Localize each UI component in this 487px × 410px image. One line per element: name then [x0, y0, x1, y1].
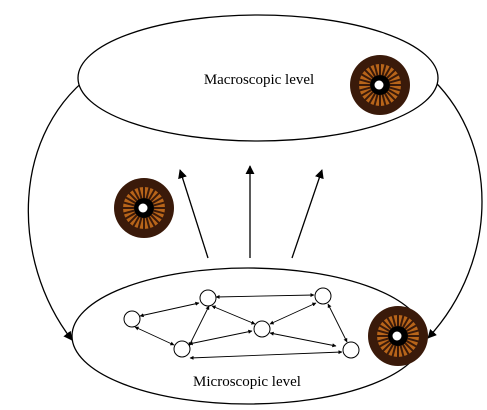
eye-iris-streak: [360, 89, 372, 97]
eye-iris-streak: [145, 217, 151, 230]
eye-highlight: [374, 80, 384, 90]
eye-iris-streak: [153, 209, 166, 215]
eye-iris-streak: [360, 73, 372, 81]
eye-iris-streak: [386, 91, 397, 102]
emergence-arrow-left: [178, 169, 209, 259]
interaction-edge: [269, 331, 337, 348]
interaction-edge: [139, 301, 200, 318]
eye-iris-streak: [378, 340, 390, 348]
agent-node: [314, 287, 332, 305]
eye-iris-streak: [363, 68, 374, 79]
eye-iris-streak: [368, 93, 376, 105]
eye-iris-streak: [391, 345, 397, 358]
eye-iris-streak: [399, 314, 405, 327]
eye-iris-streak: [386, 316, 394, 328]
eye-iris-streak: [373, 63, 379, 76]
eye-iris-streak: [127, 214, 138, 225]
macroscopic-level-label: Macroscopic level: [204, 72, 314, 88]
microscopic-level-label: Microscopic level: [193, 374, 301, 390]
eye-iris-streak: [388, 89, 400, 97]
eye-iris-streak: [402, 316, 410, 328]
eye-icon: [350, 55, 410, 115]
eye-iris-streak: [127, 191, 138, 202]
eye-iris-streak: [373, 94, 379, 107]
eye-iris-streak: [406, 324, 418, 332]
interaction-edge: [211, 305, 256, 325]
eye-iris-streak: [378, 324, 390, 332]
agent-node: [342, 341, 360, 359]
eye-iris-streak: [389, 78, 402, 84]
eye-iris-streak: [399, 345, 405, 358]
eye-iris-streak: [150, 191, 161, 202]
eye-iris-streak: [132, 188, 140, 200]
agent-nodes: [123, 287, 360, 359]
eye-iris-streak: [402, 344, 410, 356]
eye-iris-streak: [389, 86, 402, 92]
agent-node: [123, 310, 141, 328]
eye-iris-streak: [381, 63, 387, 76]
eye-iris-streak: [122, 209, 135, 215]
eye-iris-streak: [381, 319, 392, 330]
eye-iris-streak: [407, 329, 420, 335]
eye-iris-streak: [391, 314, 397, 327]
interaction-edge: [134, 326, 175, 346]
eye-iris-streak: [404, 342, 415, 353]
eye-highlight: [138, 203, 148, 213]
interaction-edge: [269, 302, 317, 325]
eye-iris-streak: [388, 73, 400, 81]
eye-iris-streak: [404, 319, 415, 330]
interaction-edge: [189, 350, 343, 360]
interaction-edge: [215, 293, 315, 299]
agent-node: [173, 340, 191, 358]
eye-iris-streak: [153, 201, 166, 207]
emergence-arrow-right: [291, 169, 324, 259]
eye-iris-streak: [381, 94, 387, 107]
eye-iris-streak: [148, 216, 156, 228]
eye-highlight: [392, 331, 402, 341]
eye-icon: [114, 178, 174, 238]
eye-iris-streak: [363, 91, 374, 102]
eye-iris-streak: [137, 186, 143, 199]
eye-iris-streak: [376, 337, 389, 343]
eye-iris-streak: [376, 329, 389, 335]
eye-iris-streak: [358, 86, 371, 92]
feedback-loop-left: [27, 69, 99, 341]
eye-iris-streak: [152, 196, 164, 204]
agent-interactions: [134, 293, 348, 360]
eye-icon: [368, 306, 428, 366]
eye-iris-streak: [407, 337, 420, 343]
interaction-edge: [188, 305, 210, 347]
eye-iris-streak: [386, 68, 397, 79]
eye-iris-streak: [145, 186, 151, 199]
eye-iris-streak: [124, 212, 136, 220]
macroscopic-level-ellipse: [77, 14, 439, 142]
eye-iris-streak: [137, 217, 143, 230]
eye-iris-streak: [132, 216, 140, 228]
eye-iris-streak: [358, 78, 371, 84]
eye-iris-streak: [406, 340, 418, 348]
agent-node: [199, 289, 217, 307]
eye-iris-streak: [150, 214, 161, 225]
eye-iris-streak: [122, 201, 135, 207]
eye-iris-streak: [124, 196, 136, 204]
interaction-edge: [327, 303, 348, 343]
eye-iris-streak: [152, 212, 164, 220]
eye-iris-streak: [148, 188, 156, 200]
eye-iris-streak: [368, 65, 376, 77]
eye-iris-streak: [381, 342, 392, 353]
eye-iris-streak: [386, 344, 394, 356]
feedback-loop-right: [427, 74, 483, 339]
eye-iris-streak: [384, 93, 392, 105]
agent-node: [253, 320, 271, 338]
eye-iris-streak: [384, 65, 392, 77]
